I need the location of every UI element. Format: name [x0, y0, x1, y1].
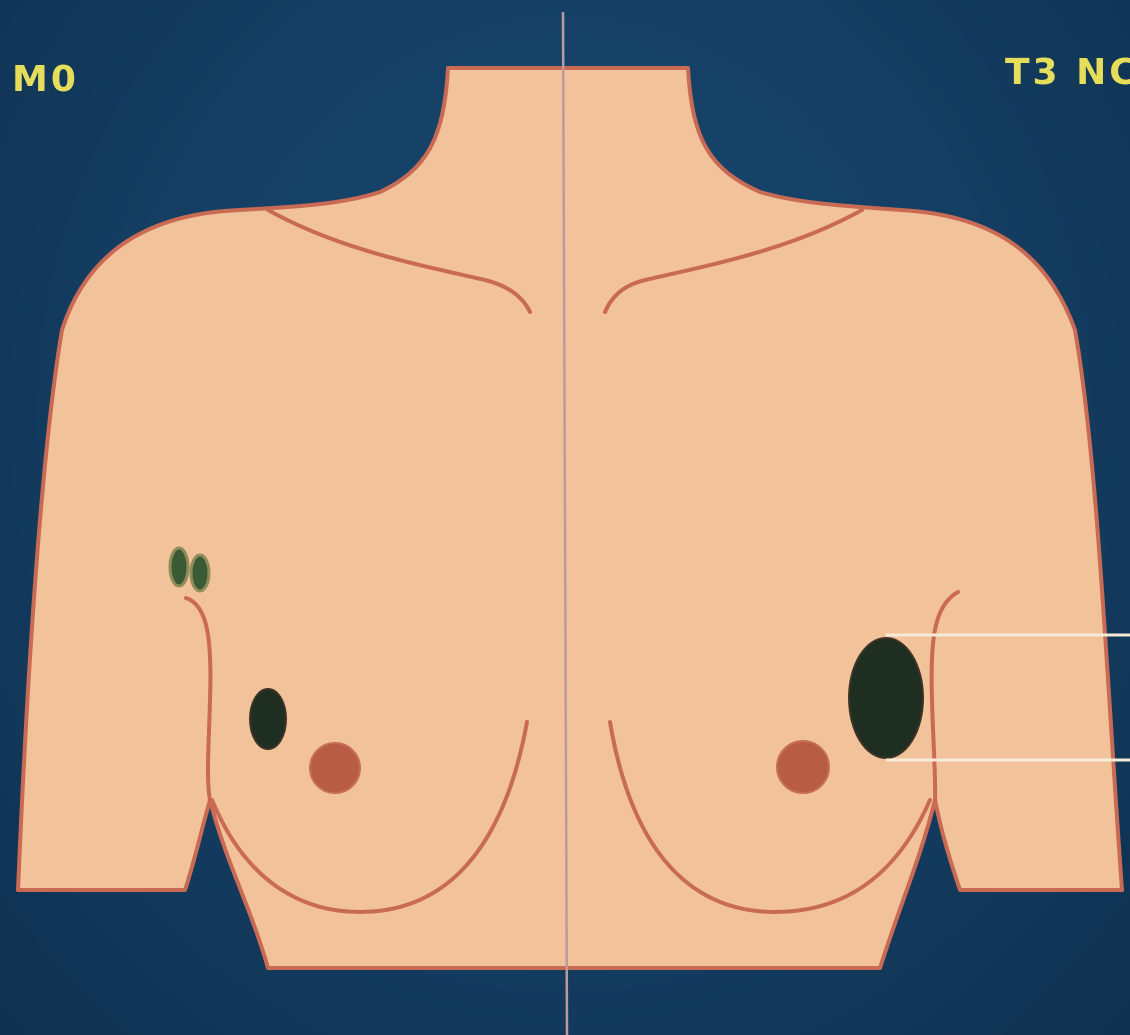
- left-nipple-icon: [310, 743, 360, 793]
- small-lesion-icon: [250, 689, 286, 749]
- torso-outline: [18, 68, 1122, 968]
- left-stage-label: M0: [12, 62, 79, 98]
- tumor-mass-icon: [849, 638, 923, 758]
- right-stage-label: T3 NC: [1005, 55, 1130, 91]
- right-nipple-icon: [777, 741, 829, 793]
- lymph-node-icon: [191, 555, 209, 591]
- lymph-node-icon: [170, 548, 188, 586]
